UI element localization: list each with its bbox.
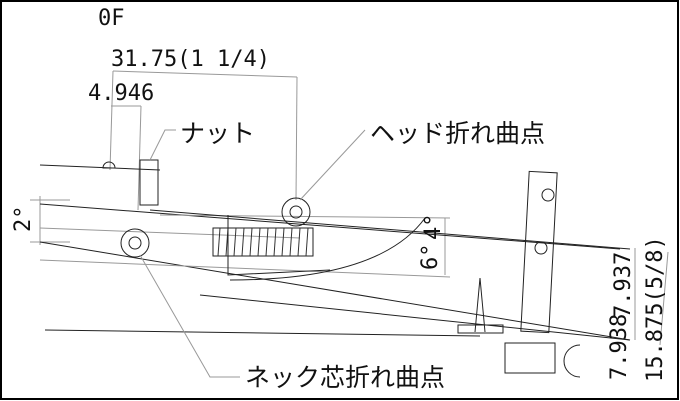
zero-fret-label: 0F xyxy=(98,6,125,31)
head-bend-label: ヘッド折れ曲点 xyxy=(370,119,545,148)
dimension-7937: 7.937 xyxy=(611,252,636,318)
angle-6-label: 6° xyxy=(418,244,443,271)
tuner-knob xyxy=(504,342,556,374)
dimension-7938: 7.938 xyxy=(607,314,632,380)
nut-shape xyxy=(139,159,159,206)
scale-dimension: 31.75(1 1/4) xyxy=(111,47,270,72)
nut-dimension: 4.946 xyxy=(88,81,154,106)
neck-leader xyxy=(139,254,240,378)
zero-fret-shape xyxy=(102,161,116,169)
nut-label: ナット xyxy=(180,119,255,148)
angle-2-label: 2° xyxy=(11,206,36,233)
angle-arc xyxy=(229,217,426,281)
neck-bend-marker xyxy=(120,228,150,258)
bracket xyxy=(520,170,558,334)
neck-bend-label: ネック芯折れ曲点 xyxy=(245,363,445,392)
thread-lines xyxy=(217,227,309,257)
head-bend-marker xyxy=(281,197,311,227)
dimension-15875: 15.875(5/8) xyxy=(643,236,668,382)
neck-outline xyxy=(39,164,631,341)
head-leader xyxy=(299,129,366,201)
nut-leader xyxy=(149,129,176,161)
truss-rod-nut xyxy=(212,227,314,257)
angle-4-label: 4° xyxy=(421,214,446,241)
dimension-lines xyxy=(30,70,669,346)
